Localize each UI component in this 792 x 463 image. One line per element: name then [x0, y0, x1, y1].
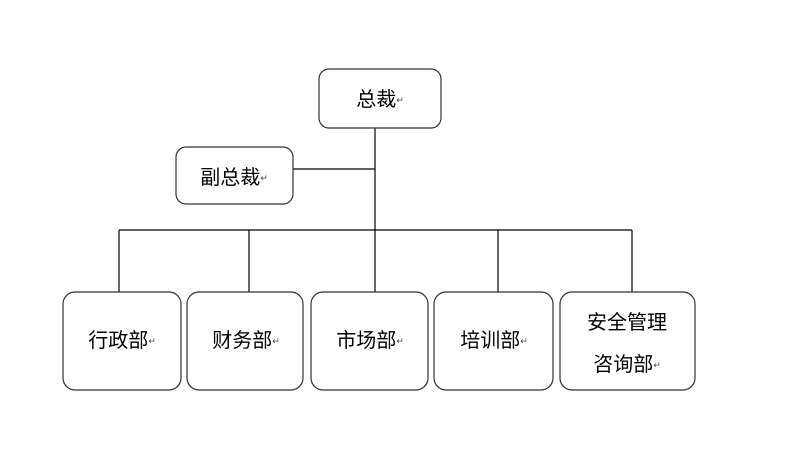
node-finance-box: [186, 291, 304, 391]
node-training-label: 培训部↵: [460, 328, 528, 352]
node-vp: 副总裁↵: [175, 146, 294, 205]
node-vp-label: 副总裁↵: [200, 165, 268, 189]
node-training-box: [433, 291, 554, 391]
node-admin-label: 行政部↵: [88, 328, 156, 352]
node-market: 市场部↵: [310, 291, 429, 391]
node-safety-label-line1: 安全管理: [587, 310, 667, 334]
node-safety: 安全管理 咨询部↵: [559, 291, 696, 391]
node-safety-box: [559, 291, 696, 391]
node-finance: 财务部↵: [186, 291, 304, 391]
connectors: [118, 128, 633, 292]
node-vp-box: [175, 146, 294, 205]
node-safety-label-line2: 咨询部↵: [593, 352, 661, 376]
node-admin-box: [62, 291, 182, 391]
node-market-label: 市场部↵: [336, 328, 404, 352]
node-ceo: 总裁↵: [318, 68, 442, 129]
node-training: 培训部↵: [433, 291, 554, 391]
node-finance-label: 财务部↵: [212, 328, 280, 352]
node-ceo-label: 总裁↵: [356, 87, 404, 111]
node-market-box: [310, 291, 429, 391]
node-ceo-box: [318, 68, 442, 129]
node-admin: 行政部↵: [62, 291, 182, 391]
